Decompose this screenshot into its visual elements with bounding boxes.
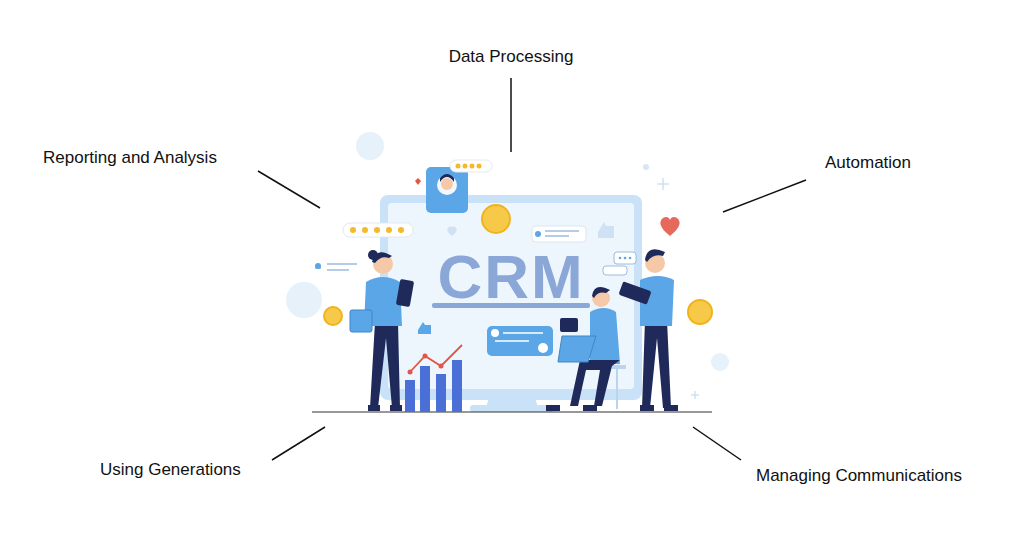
callout-label: Automation bbox=[825, 153, 911, 173]
callout-label: Using Generations bbox=[100, 460, 241, 480]
callout-label: Reporting and Analysis bbox=[43, 148, 217, 168]
standing-man-figure bbox=[619, 249, 678, 411]
screen-title: CRM bbox=[437, 246, 584, 308]
callout-label: Managing Communications bbox=[756, 466, 962, 486]
woman-figure bbox=[350, 250, 414, 411]
callout-label: Data Processing bbox=[449, 47, 574, 67]
leader-lines bbox=[258, 78, 806, 460]
